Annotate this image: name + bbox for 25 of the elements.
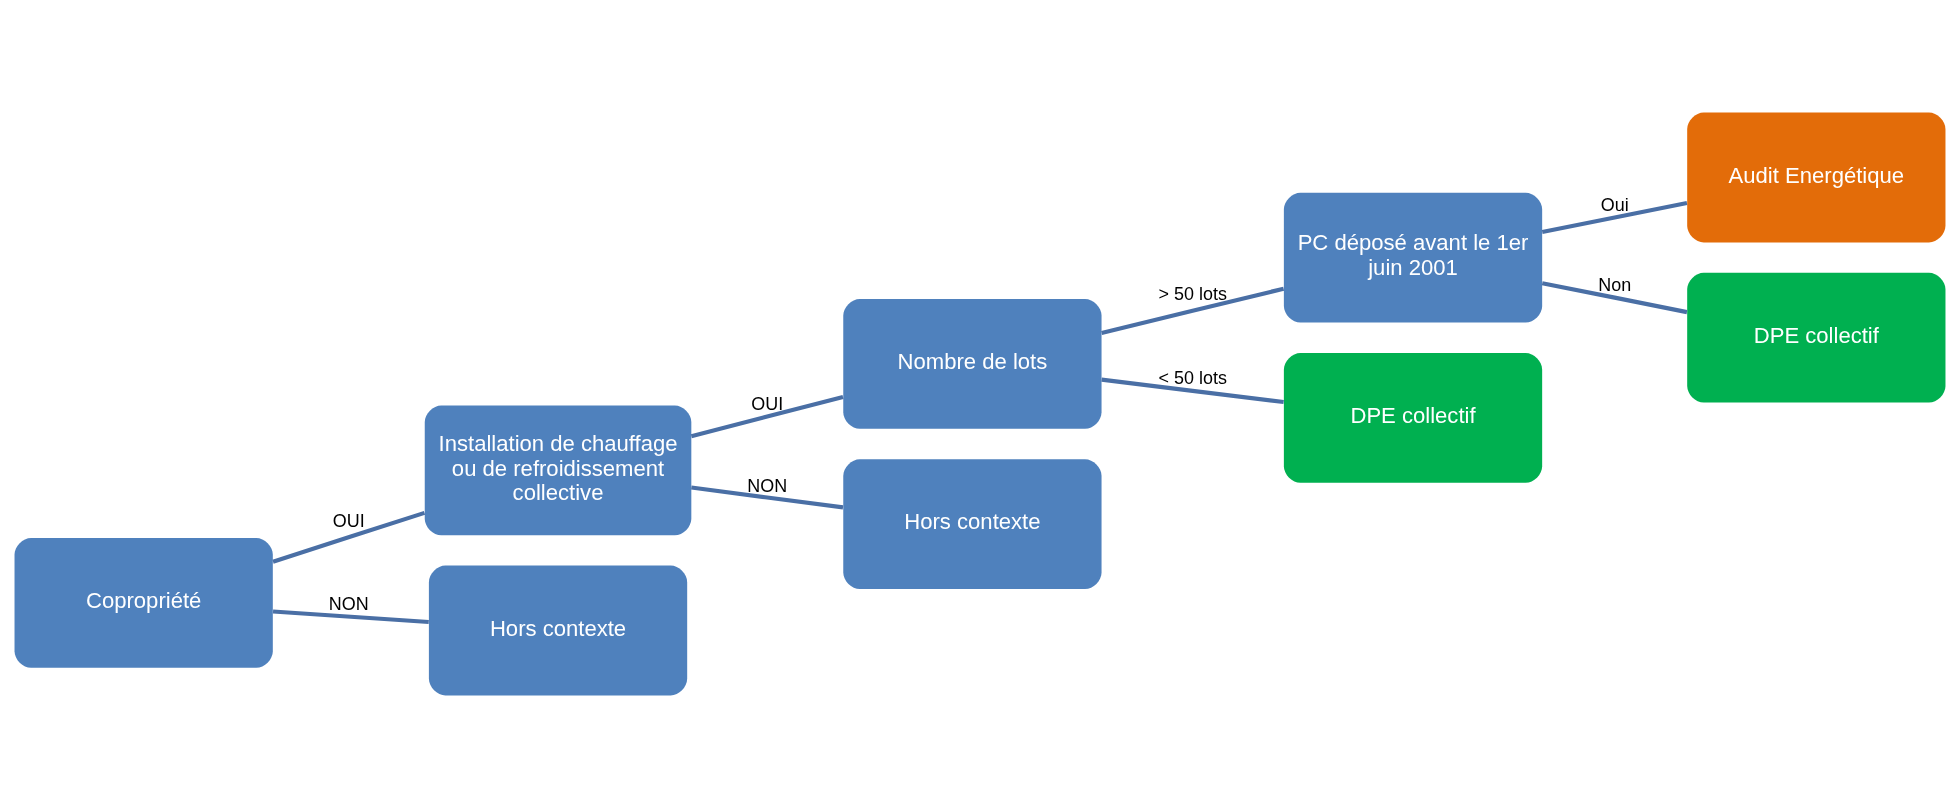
node-box: Hors contexte — [428, 565, 687, 696]
edge-label: Oui — [1600, 195, 1629, 216]
edge-label: OUI — [750, 394, 783, 415]
connector — [272, 609, 429, 624]
connector — [690, 395, 843, 439]
connector — [271, 510, 425, 564]
node-box: Audit Energétique — [1686, 112, 1945, 243]
node-box: PC déposé avant le 1er juin 2001 — [1283, 192, 1542, 323]
node-box: DPE collectif — [1686, 272, 1945, 403]
node-box: Copropriété — [14, 538, 273, 668]
edge-label: > 50 lots — [1158, 283, 1227, 304]
edge-label: OUI — [332, 511, 365, 532]
connector — [1541, 281, 1687, 315]
node-box: Hors contexte — [842, 459, 1102, 590]
connector — [1100, 286, 1284, 335]
node-box: Installation de chauffage ou de refroidissement collective — [424, 405, 691, 536]
connector — [1541, 201, 1687, 235]
connector — [690, 485, 843, 510]
edge-label: NON — [746, 475, 787, 496]
connector — [1100, 377, 1284, 405]
edge-label: NON — [328, 594, 369, 615]
node-box: DPE collectif — [1283, 352, 1542, 483]
node-box: Nombre de lots — [842, 299, 1102, 429]
edge-label: Non — [1597, 275, 1631, 296]
edge-label: < 50 lots — [1158, 367, 1227, 388]
